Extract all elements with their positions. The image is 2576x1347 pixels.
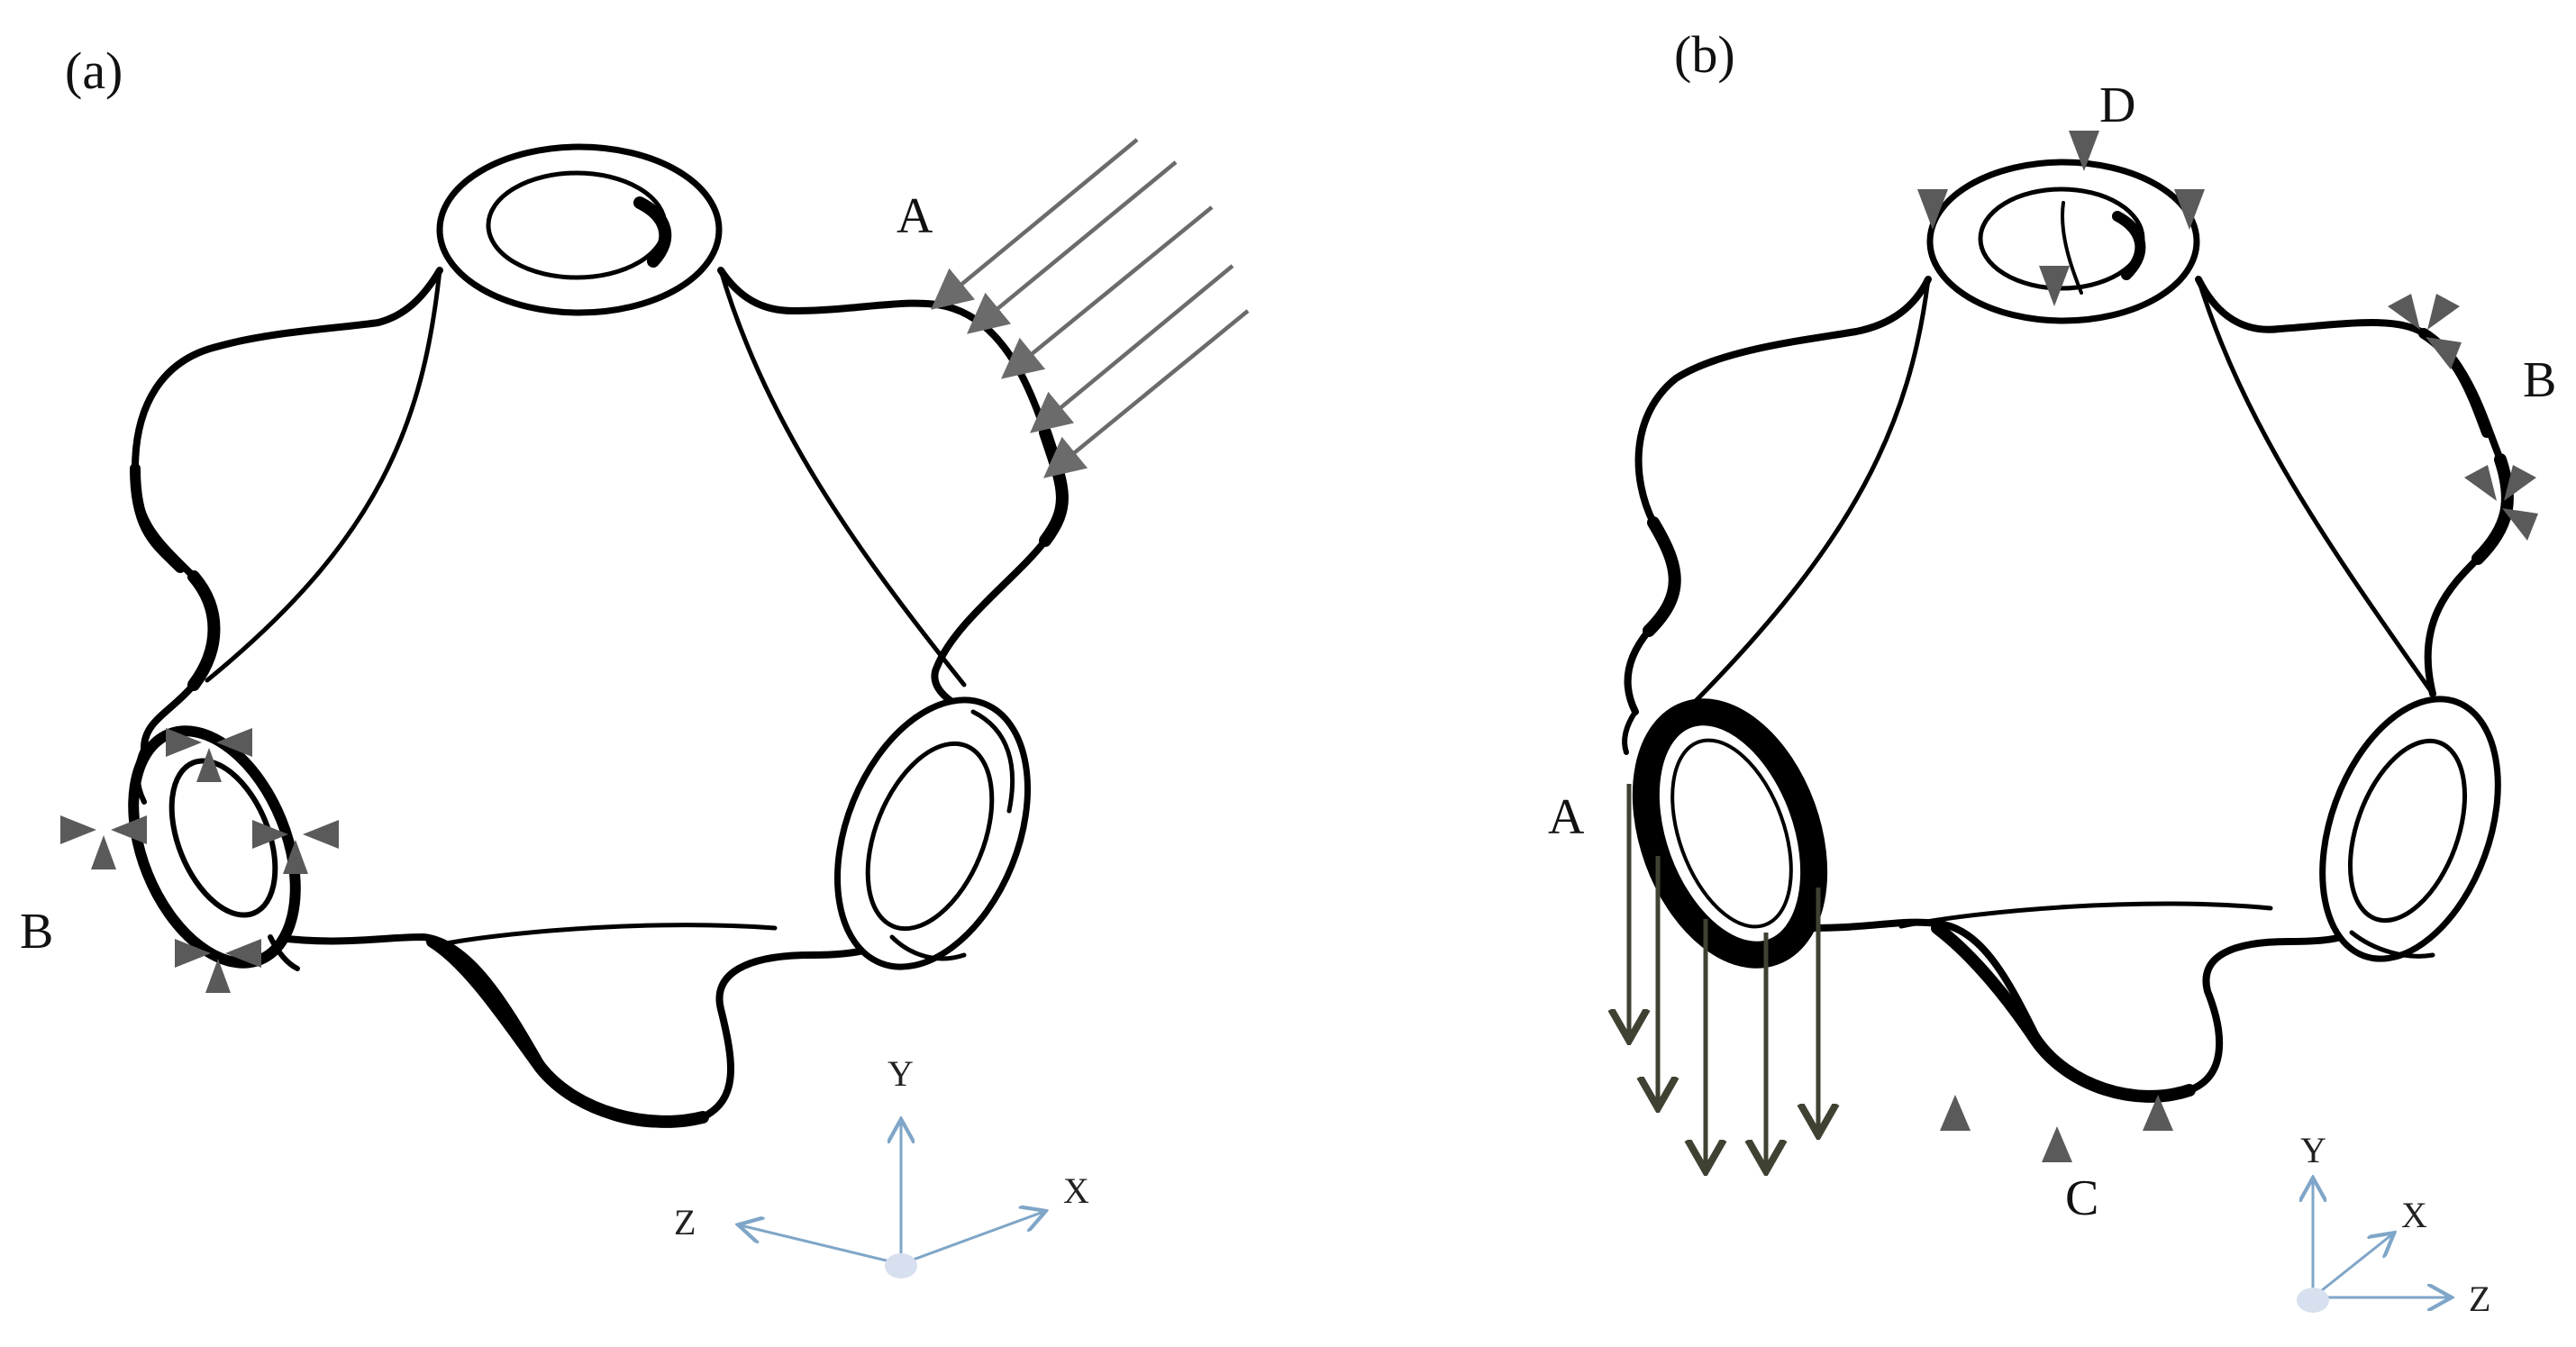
panel-b-support-markers-b xyxy=(2388,294,2538,541)
support-marker xyxy=(166,728,252,782)
panel-a-load-label: A xyxy=(897,188,933,244)
panel-b-node-body xyxy=(1622,159,2514,1103)
panel-b-label: (b) xyxy=(1674,25,1735,84)
panel-b-axis-x xyxy=(2312,1234,2392,1299)
panel-a-load-arrow xyxy=(931,138,1139,310)
support-marker xyxy=(2174,189,2205,230)
panel-a-support-markers xyxy=(60,728,339,993)
panel-a-axis-x-label: X xyxy=(1063,1170,1089,1211)
support-marker xyxy=(1940,1095,1971,1131)
support-marker xyxy=(2042,1126,2072,1162)
panel-a-axis-z-label: Z xyxy=(674,1202,696,1242)
panel-b: (b) xyxy=(1548,25,2556,1319)
panel-a-axis-y-label: Y xyxy=(887,1053,914,1094)
panel-b-axis-x-label: X xyxy=(2401,1195,2427,1235)
support-marker xyxy=(2464,465,2538,541)
support-marker xyxy=(60,815,147,869)
panel-a-axis-x xyxy=(900,1212,1043,1266)
support-marker xyxy=(2143,1095,2173,1131)
panel-a-load-arrow xyxy=(1030,264,1234,433)
panel-b-axis-triad xyxy=(2297,1180,2449,1313)
panel-a-load-arrow xyxy=(967,160,1178,334)
panel-a: (a) xyxy=(20,41,1250,1279)
panel-a-node-body xyxy=(128,143,1069,1128)
support-marker xyxy=(252,820,339,874)
panel-a-support-label: B xyxy=(20,904,53,960)
panel-a-load-arrow xyxy=(1043,309,1250,478)
support-marker xyxy=(2069,131,2099,171)
panel-a-load-arrow xyxy=(1001,205,1214,379)
support-marker xyxy=(2388,294,2462,369)
panel-b-support-b-label: B xyxy=(2523,352,2556,408)
support-marker xyxy=(2039,266,2070,306)
panel-b-load-label: A xyxy=(1548,789,1585,845)
support-marker xyxy=(1917,189,1948,230)
panel-b-axis-y-label: Y xyxy=(2300,1130,2326,1170)
panel-b-support-c-label: C xyxy=(2065,1170,2098,1226)
panel-a-axis-triad xyxy=(741,1122,1043,1279)
support-marker xyxy=(175,939,261,993)
panel-b-axis-z-label: Z xyxy=(2469,1279,2490,1319)
panel-b-load-arrows xyxy=(1629,784,1818,1167)
panel-a-load-arrows xyxy=(931,138,1250,478)
panel-a-axis-origin xyxy=(885,1253,917,1279)
panel-b-support-markers-c xyxy=(1940,1095,2173,1162)
panel-b-support-d-label: D xyxy=(2099,77,2135,133)
panel-a-axis-z xyxy=(741,1225,902,1266)
panel-b-support-markers-d xyxy=(1917,131,2205,306)
panel-a-label: (a) xyxy=(65,41,123,100)
panel-b-axis-origin xyxy=(2297,1288,2329,1313)
